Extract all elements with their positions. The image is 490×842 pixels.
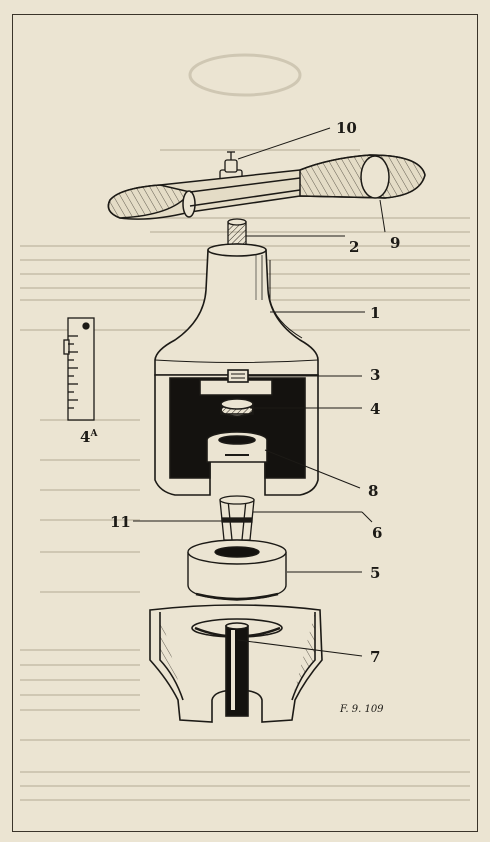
page-border [12, 14, 478, 832]
part-6-collet [219, 495, 255, 541]
callout-9: 9 [390, 234, 401, 252]
part-7-base [149, 604, 323, 723]
bleed-through-logo [188, 53, 302, 97]
callout-4a-superscript: A [90, 429, 98, 439]
callout-4: 4 [370, 400, 381, 418]
part-9-handle [107, 154, 426, 220]
callout-2: 2 [349, 238, 360, 256]
bleed-through-text [20, 149, 470, 801]
callout-10: 10 [336, 119, 357, 137]
callout-7: 7 [370, 648, 381, 666]
figure-label: F. 9. 109 [340, 704, 384, 715]
callout-6: 6 [372, 524, 383, 542]
part-10-screw [219, 151, 243, 181]
part-4a-gauge [63, 317, 95, 421]
callout-8: 8 [368, 482, 379, 500]
callout-11: 11 [110, 513, 131, 531]
leader-lines [133, 127, 386, 657]
part-5-ring [187, 539, 287, 601]
part-1-body [154, 243, 319, 496]
callout-5: 5 [370, 564, 381, 582]
callout-4a-number: 4 [80, 428, 91, 446]
callout-4a: 4A [80, 428, 97, 446]
part-2-spigot [227, 218, 247, 249]
callout-1: 1 [370, 304, 381, 322]
callout-3: 3 [370, 366, 381, 384]
